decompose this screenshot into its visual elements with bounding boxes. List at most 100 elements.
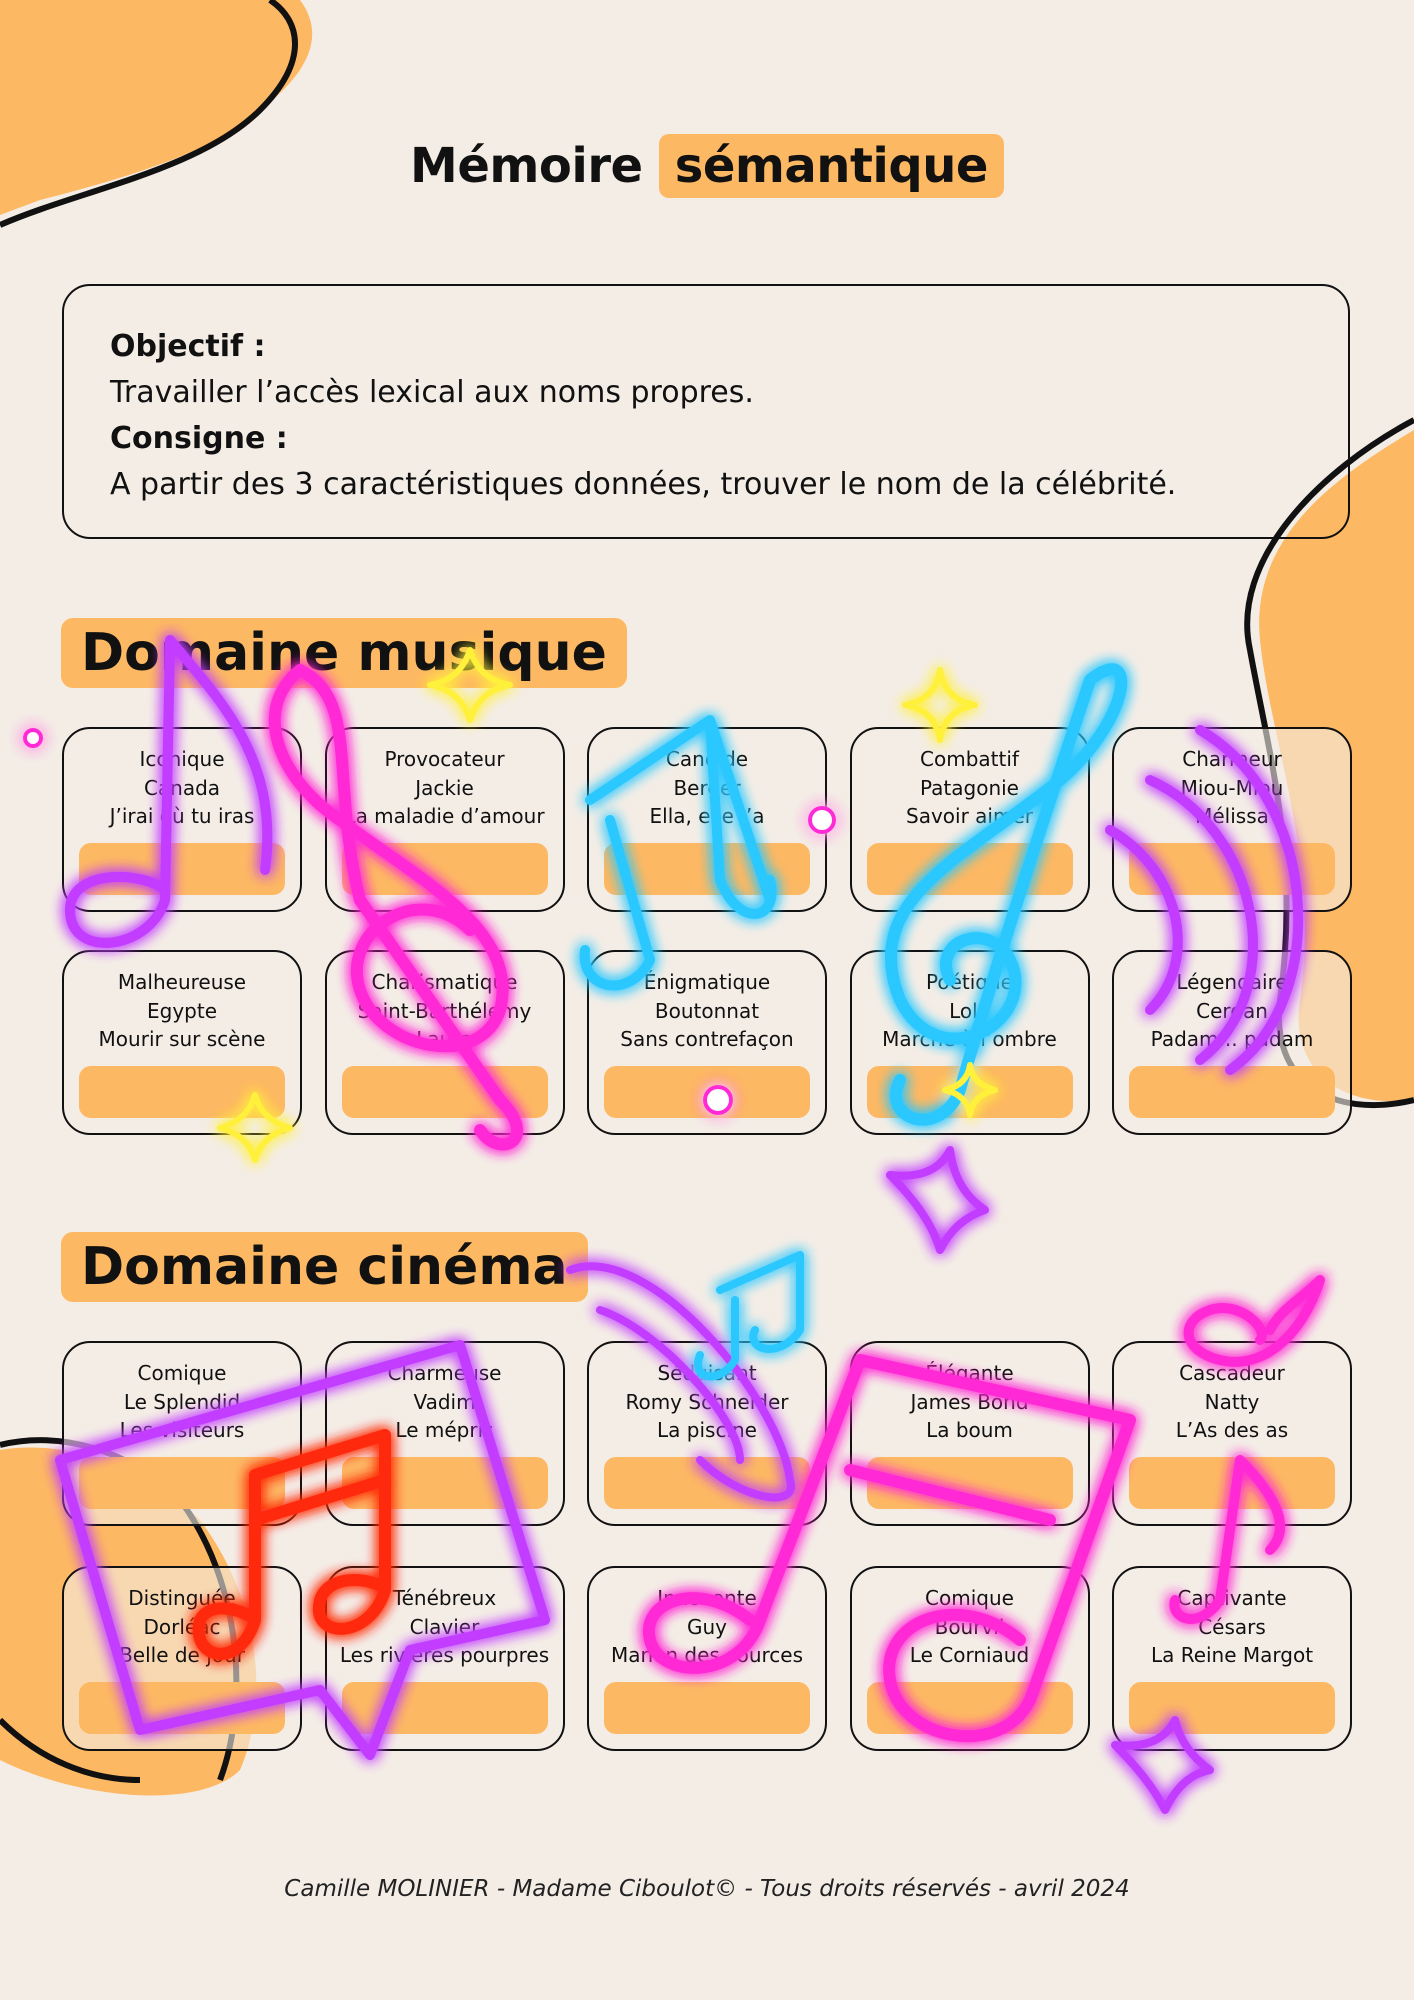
clue-text: Jackie [415, 775, 474, 800]
answer-field[interactable] [866, 1457, 1073, 1509]
clue-text: Séduisant [657, 1361, 757, 1385]
clue-text: Légendaire [1176, 970, 1288, 994]
answer-field[interactable] [604, 843, 810, 895]
clue-text: J’irai où tu iras [109, 804, 255, 828]
clue-text: Boutonnat [654, 998, 760, 1023]
objective-text: Travailler l’accès lexical aux noms prop… [110, 375, 754, 410]
instruction-text: A partir des 3 caractéristiques données,… [110, 467, 1177, 502]
instructions-box: Objectif : Travailler l’accès lexical au… [62, 284, 1350, 539]
clue-text: Combattif [920, 747, 1019, 771]
answer-field[interactable] [866, 843, 1073, 895]
clue-text: Charismatique [371, 970, 518, 994]
clue-text: Cerdan [1196, 998, 1268, 1023]
answer-field[interactable] [1129, 843, 1335, 895]
clue-text: Lola [949, 998, 990, 1023]
title-highlight: sémantique [658, 134, 1004, 198]
clue-text: Mélissa [1195, 804, 1269, 828]
instruction-label: Consigne : [110, 421, 288, 456]
clue-text: Poétique [926, 970, 1013, 994]
clue-text: Guy [686, 1614, 727, 1639]
clue-text: Bourvil [934, 1614, 1005, 1639]
clue-text: Laura [416, 1027, 473, 1051]
clue-text: Les visiteurs [119, 1418, 245, 1442]
section-heading-cinema: Domaine cinéma [61, 1232, 588, 1302]
clue-text: La maladie d’amour [344, 804, 545, 828]
answer-field[interactable] [1129, 1066, 1335, 1118]
clue-text: Miou-Miou [1180, 775, 1284, 800]
clue-text: Marche à l’ombre [882, 1027, 1057, 1051]
title-text: Mémoire [410, 138, 643, 194]
clue-text: Comique [137, 1361, 227, 1385]
clue-text: Clavier [409, 1614, 480, 1639]
answer-field[interactable] [79, 1682, 285, 1734]
clue-text: Belle de jour [119, 1643, 245, 1667]
answer-field[interactable] [341, 1066, 548, 1118]
answer-field[interactable] [79, 1066, 285, 1118]
clue-text: Padam... padam [1150, 1027, 1314, 1051]
answer-field[interactable] [79, 843, 285, 895]
clue-text: Charmeuse [387, 1361, 502, 1385]
clue-text: Manon des sources [610, 1643, 804, 1667]
footer-copyright: Camille MOLINIER - Madame Ciboulot© - To… [284, 1876, 1130, 1902]
clue-text: Comique [925, 1586, 1014, 1610]
clue-text: La Reine Margot [1150, 1643, 1314, 1667]
answer-field[interactable] [604, 1457, 810, 1509]
clue-text: Césars [1198, 1614, 1266, 1639]
clue-text: Candide [665, 747, 749, 771]
clue-text: Le Corniaud [909, 1643, 1030, 1667]
clue-text: Ténébreux [392, 1586, 497, 1610]
clue-text: Charmeur [1182, 747, 1282, 771]
objective-label: Objectif : [110, 329, 266, 364]
clue-text: Canada [143, 775, 221, 800]
answer-field[interactable] [1129, 1682, 1335, 1734]
answer-field[interactable] [604, 1682, 810, 1734]
clue-text: Énigmatique [643, 970, 771, 994]
clue-text: Romy Schneider [625, 1389, 789, 1414]
page-title: Mémoire sémantique [0, 134, 1414, 198]
clue-text: Le mépris [395, 1418, 494, 1442]
answer-field[interactable] [79, 1457, 285, 1509]
answer-field[interactable] [1129, 1457, 1335, 1509]
clue-text: Savoir aimer [906, 804, 1033, 828]
answer-field[interactable] [341, 1457, 548, 1509]
answer-field[interactable] [866, 1066, 1073, 1118]
clue-text: Cascadeur [1179, 1361, 1285, 1385]
clue-text: L’As des as [1175, 1418, 1289, 1442]
answer-field[interactable] [341, 843, 548, 895]
clue-text: Sans contrefaçon [620, 1027, 794, 1051]
answer-field[interactable] [866, 1682, 1073, 1734]
section-heading-music: Domaine musique [61, 618, 627, 688]
answer-field[interactable] [604, 1066, 810, 1118]
clue-text: Egypte [146, 998, 217, 1023]
clue-text: Mourir sur scène [98, 1027, 266, 1051]
clue-text: Saint-Barthélemy [357, 998, 532, 1023]
clue-text: James Bond [910, 1389, 1029, 1414]
clue-text: Ella, elle l’a [649, 804, 765, 828]
clue-text: Élégante [925, 1361, 1014, 1385]
clue-text: Les rivières pourpres [339, 1643, 550, 1667]
clue-text: Natty [1204, 1389, 1260, 1414]
answer-field[interactable] [341, 1682, 548, 1734]
clue-text: Captivante [1177, 1586, 1287, 1610]
clue-text: La boum [926, 1418, 1013, 1442]
clue-text: Malheureuse [117, 970, 247, 994]
clue-text: Iconique [139, 747, 225, 771]
clue-text: Dorléac [143, 1614, 221, 1639]
